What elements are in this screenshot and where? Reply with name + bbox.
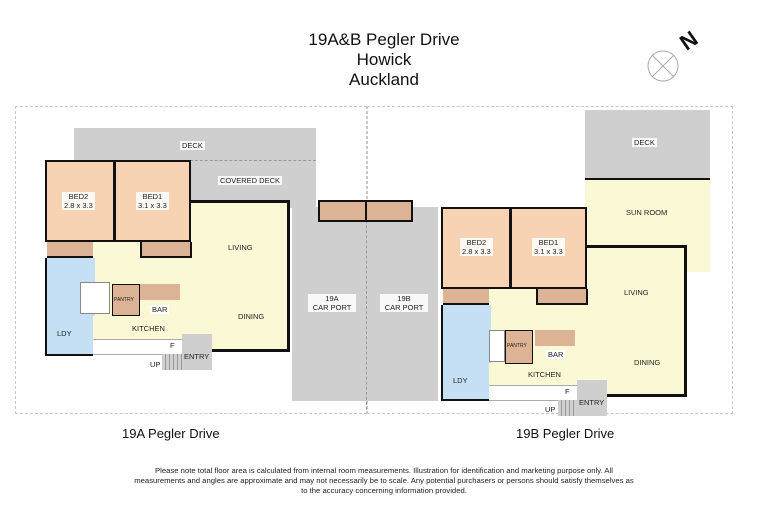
pantry-19b: [505, 330, 533, 364]
wardrobe-bed1-19a: [140, 242, 192, 258]
deck-label-19b: DECK: [632, 138, 657, 147]
storage-19a: [318, 200, 368, 222]
carport-19a-line2: CAR PORT: [312, 303, 352, 312]
entry-19a: [182, 334, 212, 370]
living-dining-19a: [190, 200, 290, 352]
dining-label-19a: DINING: [238, 312, 265, 321]
disclaimer-line1: Please note total floor area is calculat…: [155, 466, 613, 475]
title-city: Auckland: [349, 70, 419, 89]
bed2-size-19b: 2.8 x 3.3: [462, 247, 491, 256]
stairs-19a: [162, 354, 182, 370]
north-arrow-compass-icon: [647, 50, 679, 82]
bed1-name-19a: BED1: [142, 192, 163, 201]
bed2-size-19a: 2.8 x 3.3: [64, 201, 93, 210]
wardrobe-bed2-19b: [443, 289, 489, 305]
carport-19a-line1: 19A: [325, 294, 339, 303]
dining-label-19b: DINING: [634, 358, 661, 367]
compass: [645, 42, 687, 84]
bar-label-19a: BAR: [150, 305, 170, 314]
disclaimer-line3: to the accuracy concerning information p…: [301, 486, 467, 495]
living-dining-19b: [585, 245, 687, 397]
bar-cabinet-19a: [140, 284, 180, 300]
vanity-19b: [489, 330, 505, 362]
living-label-19a: LIVING: [228, 243, 253, 252]
carport-19b-line2: CAR PORT: [384, 303, 424, 312]
entry-label-19b: ENTRY: [579, 398, 605, 407]
storage-19b: [365, 200, 413, 222]
fridge-label-19a: F: [170, 341, 175, 350]
carport-19b-line1: 19B: [397, 294, 411, 303]
sun-room-label-19b: SUN ROOM: [626, 208, 668, 217]
disclaimer-line2: measurements and angles are approximate …: [134, 476, 634, 485]
living-label-19b: LIVING: [624, 288, 649, 297]
covered-deck-label-19a: COVERED DECK: [218, 176, 283, 185]
title-suburb: Howick: [356, 50, 412, 69]
entry-19b: [577, 380, 607, 416]
disclaimer: Please note total floor area is calculat…: [95, 466, 673, 496]
bed2-name-19b: BED2: [466, 238, 487, 247]
laundry-19b: [441, 363, 489, 401]
caption-19b: 19B Pegler Drive: [516, 426, 615, 441]
carport-divider: [366, 200, 367, 410]
entry-label-19a: ENTRY: [184, 352, 210, 361]
shower-19a: [80, 282, 110, 314]
deck-label-19a: DECK: [180, 141, 205, 150]
laundry-label-19a: LDY: [57, 329, 72, 338]
laundry-19a: [45, 316, 93, 356]
up-label-19a: UP: [150, 360, 161, 369]
pantry-label-19b: PANTRY: [507, 343, 527, 349]
fridge-label-19b: F: [565, 387, 570, 396]
bathroom-19b: [441, 305, 491, 363]
caption-19a: 19A Pegler Drive: [122, 426, 220, 441]
title-address: 19A&B Pegler Drive: [308, 30, 460, 49]
deck-divider-19a: [190, 160, 316, 161]
laundry-label-19b: LDY: [453, 376, 468, 385]
bed2-name-19a: BED2: [68, 192, 89, 201]
bar-label-19b: BAR: [546, 350, 566, 359]
stairs-19b: [558, 400, 577, 416]
up-label-19b: UP: [545, 405, 556, 414]
bed1-size-19a: 3.1 x 3.3: [138, 201, 167, 210]
bed1-size-19b: 3.1 x 3.3: [534, 247, 563, 256]
bed1-name-19b: BED1: [538, 238, 559, 247]
wardrobe-bed1-19b: [536, 289, 588, 305]
kitchen-label-19a: KITCHEN: [132, 324, 165, 333]
wardrobe-bed2-19a: [47, 242, 93, 258]
carport-19b-label: 19B CAR PORT: [380, 294, 428, 312]
carport-19a-label: 19A CAR PORT: [308, 294, 356, 312]
pantry-19a: [112, 284, 140, 316]
bar-cabinet-19b: [535, 330, 575, 346]
pantry-label-19a: PANTRY: [114, 297, 134, 303]
kitchen-label-19b: KITCHEN: [528, 370, 561, 379]
